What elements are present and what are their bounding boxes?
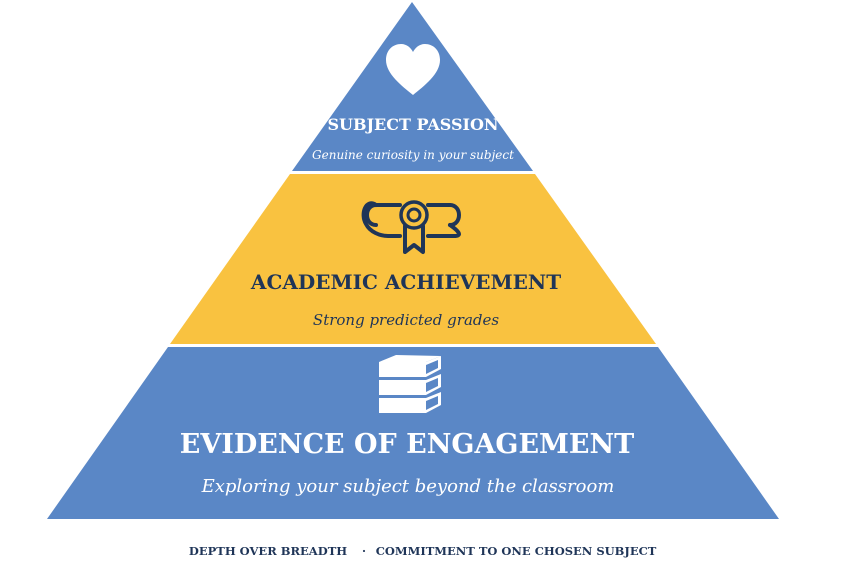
diploma-scroll-icon (361, 200, 461, 254)
tier-middle-title: ACADEMIC ACHIEVEMENT (250, 270, 561, 294)
tier-middle-shape (170, 174, 656, 344)
book-stack-icon (379, 355, 441, 413)
footer-right-text: COMMITMENT TO ONE CHOSEN SUBJECT (376, 544, 657, 558)
tier-bottom-shape (47, 347, 779, 519)
tier-bottom-title: EVIDENCE OF ENGAGEMENT (180, 429, 635, 460)
tier-bottom: EVIDENCE OF ENGAGEMENT Exploring your su… (47, 347, 779, 519)
footer-separator: · (362, 544, 366, 558)
tier-top-subtitle: Genuine curiosity in your subject (312, 148, 514, 162)
heart-icon (386, 44, 440, 95)
tier-top-title: SUBJECT PASSION (327, 115, 498, 134)
footer-left-text: DEPTH OVER BREADTH (189, 544, 347, 558)
tier-top: SUBJECT PASSION Genuine curiosity in you… (292, 2, 533, 171)
tier-middle: ACADEMIC ACHIEVEMENT Strong predicted gr… (170, 174, 656, 344)
tier-bottom-subtitle: Exploring your subject beyond the classr… (201, 476, 615, 497)
tier-middle-subtitle: Strong predicted grades (313, 311, 499, 329)
footer: DEPTH OVER BREADTH · COMMITMENT TO ONE C… (189, 544, 657, 558)
